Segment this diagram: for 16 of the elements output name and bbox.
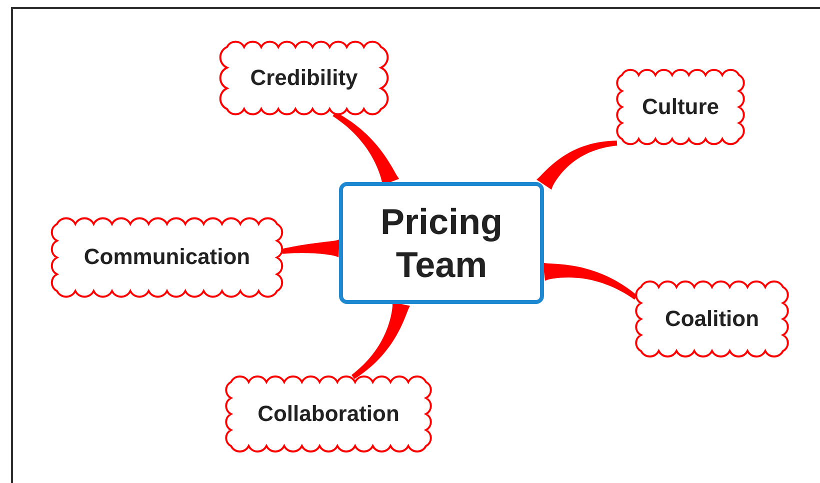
cloud-shape bbox=[632, 278, 792, 360]
cloud-shape bbox=[48, 215, 286, 300]
cloud-shape bbox=[222, 373, 435, 455]
topic-box bbox=[339, 182, 544, 304]
topic-label: Credibility bbox=[250, 66, 358, 90]
topic-label: Culture bbox=[642, 94, 719, 120]
branch-connector bbox=[543, 262, 638, 300]
cloud-shape bbox=[218, 38, 390, 118]
branch-connector bbox=[282, 239, 340, 258]
cloud-shape bbox=[613, 66, 748, 148]
topic-label: Pricing Team bbox=[379, 200, 504, 286]
topic-label: Coalition bbox=[664, 306, 760, 332]
topic-label: Collaboration bbox=[258, 402, 400, 426]
branch-connector bbox=[536, 140, 618, 190]
branch-connector bbox=[352, 302, 410, 380]
topic-label: Communication bbox=[84, 245, 250, 270]
